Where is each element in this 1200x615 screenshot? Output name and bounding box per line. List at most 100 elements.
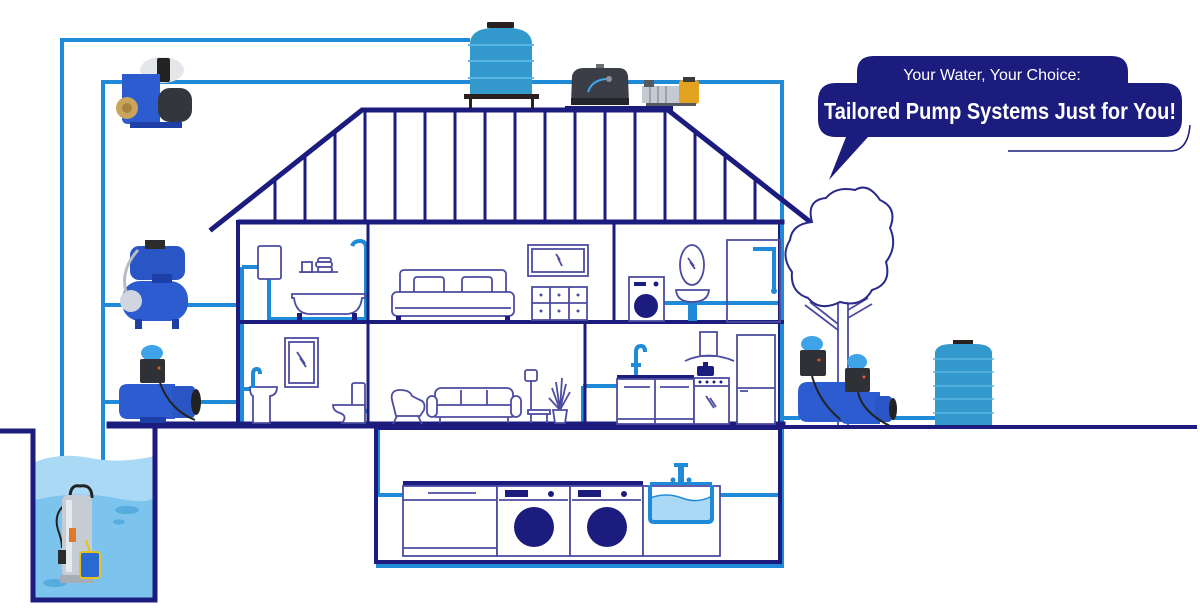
washer-display [634,282,646,286]
submersible-handle [68,484,94,499]
submersible-outlet [58,550,66,564]
controller-led [862,375,866,379]
booster-logo [606,76,612,82]
shower-valve [771,288,777,294]
tree-canopy [784,186,895,308]
sofa-arm [426,395,438,418]
powder-tap [251,366,262,388]
bath-cup [301,261,313,273]
utility-sink-basin [648,485,714,524]
sink-water [649,494,713,523]
kitchen-tap [634,343,647,375]
controller-dome [847,354,867,370]
bed-mattress [391,291,515,317]
powder-mirror-inner [288,341,315,384]
pump-motor-end [889,398,897,420]
jet-controller-led [157,366,161,370]
sofa-seat [432,404,516,418]
peripheral-pump-icon [116,57,192,128]
smart-booster-pump-icon [571,64,629,105]
pump-flange-center [122,103,132,113]
basement-walls [374,426,782,564]
oven-glare [705,395,717,409]
roof-rafters [273,108,757,224]
pump-motor [158,88,192,122]
jet-controller-box [140,359,165,383]
controller-box [845,368,870,392]
roof [208,106,822,233]
submersible-label [69,528,76,542]
sink-rim [650,482,712,485]
range-hood-chimney [699,331,718,357]
ptank-membrane-cap [120,290,142,312]
ptank-foot [135,319,142,329]
controller-dome [801,336,823,352]
multistage-motor [679,80,699,104]
cooking-pot [697,366,714,376]
jet-pump-base [140,417,166,423]
basement-utility [402,463,721,557]
armchair-legs [392,415,423,425]
bathroom-hot-water-pipe [267,252,368,321]
range-hood [684,354,735,362]
jet-pump-cable [159,382,196,421]
ground-water-tank-icon [933,340,994,425]
plant-pot [551,409,569,424]
washer-display [505,490,528,497]
booster-accent [587,78,607,93]
headline-line-2: Tailored Pump Systems Just for You! [824,98,1176,124]
ptank-switch [145,240,165,249]
kitchen [616,331,776,425]
floor-lamp-shade [524,369,538,382]
booster-base [571,98,629,105]
multistage-feet [646,103,696,106]
jet-controller-dome [141,345,163,361]
upstairs-laundry-bath [628,239,781,323]
stove-knob [719,380,723,384]
dresser-knob [557,293,561,297]
outdoor-jet-pump-2 [840,354,897,427]
outer-supply-pipe [60,38,470,520]
pump-motor [875,396,892,422]
sofa-arm [510,395,522,418]
picture-glare [555,253,563,267]
powder-room [249,337,366,424]
utility-faucet [678,466,684,482]
dresser-knob [557,309,561,313]
pump-body [840,392,880,424]
upstairs-bathroom [257,245,366,320]
stove-knob [705,380,709,384]
bathtub [291,293,366,315]
faucet-handle [670,477,676,483]
water-ripple [115,506,139,514]
dresser-knob [576,293,580,297]
dresser-knob [539,293,543,297]
stove-knob [712,380,716,384]
multistage-body [642,86,680,103]
outdoor-jet-pumps-icon [798,336,897,427]
washer-knob [653,281,659,287]
ground-tank-lid [953,340,973,344]
stainless-multistage-pump-icon [642,77,699,106]
controller-led [817,358,821,362]
ptank-foot [172,319,179,329]
headline-line-1: Your Water, Your Choice: [903,67,1081,84]
ptank-hose [123,248,140,293]
countertop [617,375,694,379]
bedroom [391,244,589,321]
jet-pump-body [119,384,175,419]
washbasin [675,289,710,303]
plant-leaves [548,377,571,411]
side-table-legs [530,414,548,423]
tank-lid [487,22,514,28]
washer-knob [621,491,627,497]
bed-leg [505,316,510,321]
ptank-bracket [152,274,172,283]
tree-icon [784,186,895,425]
shower-cabin [726,239,781,323]
washer-door [634,294,658,318]
pressure-tank-pump-icon [120,240,188,329]
powder-mirror [284,337,319,388]
powder-mirror-glare [296,351,307,368]
washer-door [514,507,554,547]
